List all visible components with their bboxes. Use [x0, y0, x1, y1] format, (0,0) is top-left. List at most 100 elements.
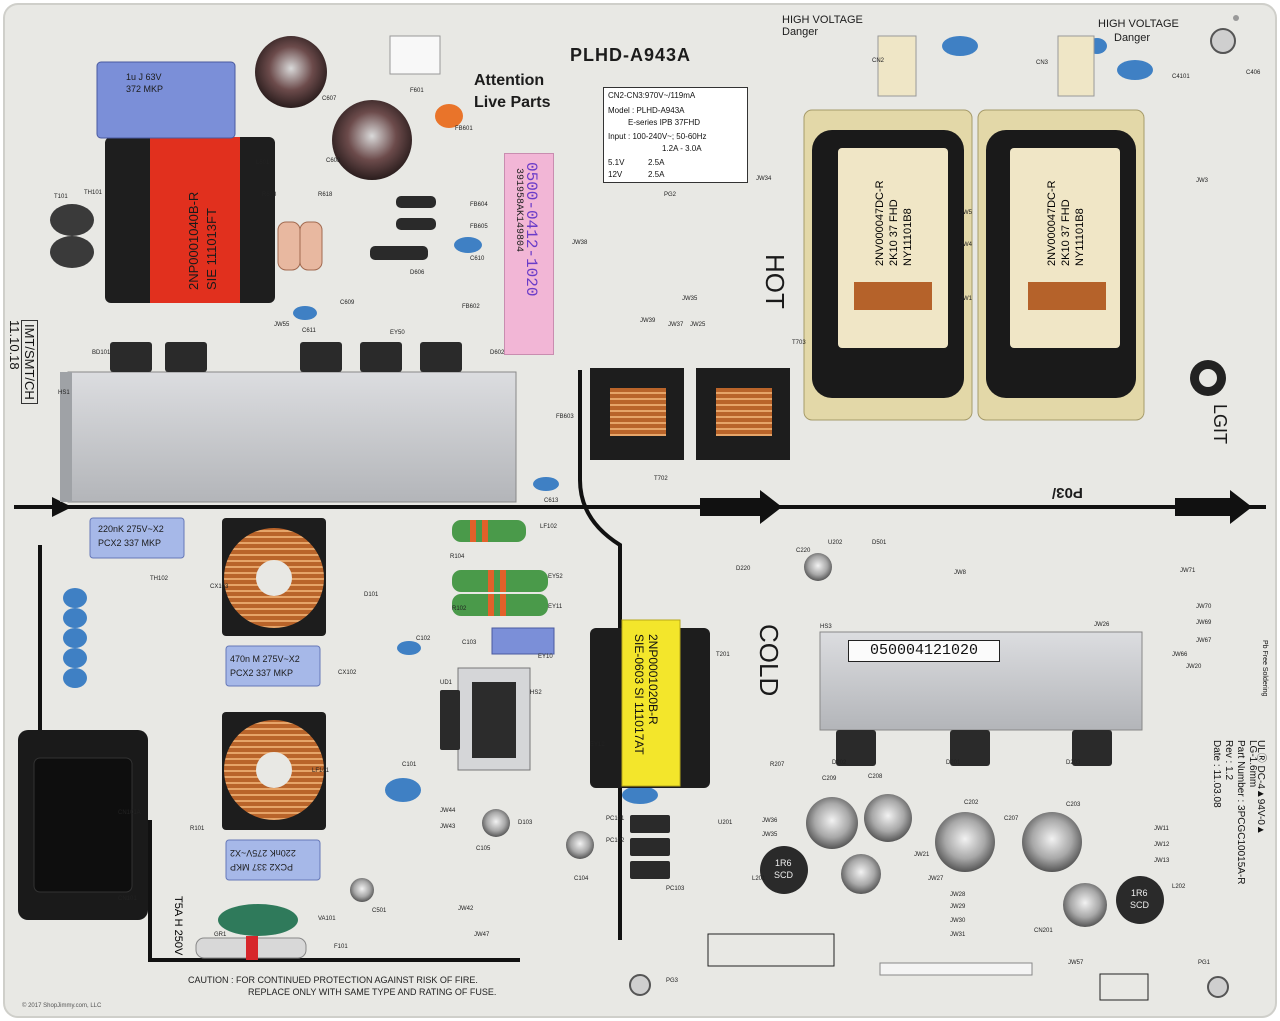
ref-d501: D501	[872, 540, 887, 546]
ref-th102: TH102	[150, 576, 169, 582]
high-voltage-label-1: HIGH VOLTAGE	[782, 14, 863, 26]
spec-line-7a: 12V	[608, 170, 623, 179]
ref-t201: T201	[716, 652, 730, 658]
spec-line-5: 1.2A - 3.0A	[662, 144, 702, 153]
attention-label-2: Live Parts	[474, 94, 551, 111]
ref-jw28: JW28	[950, 892, 966, 898]
caution-text: CAUTION : FOR CONTINUED PROTECTION AGAIN…	[188, 974, 496, 998]
ref-jw57: JW57	[1068, 960, 1084, 966]
ref-pc102: PC102	[606, 838, 625, 844]
hot-label: HOT	[760, 254, 790, 309]
ref-d606: D606	[410, 270, 425, 276]
ref-cn3: CN3	[1036, 60, 1049, 66]
ref-f101: F101	[334, 944, 348, 950]
ref-jw55: JW55	[274, 322, 290, 328]
transformer-yellow-text-2: SIE-0603 SI 111017AT	[632, 634, 646, 755]
transformer-right-text-3: NY11101B8	[1074, 208, 1086, 266]
ref-jw25: JW25	[690, 322, 706, 328]
transformer-left-text-1: 2NV000047DC-R	[874, 180, 886, 266]
capacitor-x2-1	[89, 517, 185, 559]
ref-u201: U201	[718, 820, 733, 826]
spec-line-6a: 5.1V	[608, 158, 625, 167]
x2-cap-3-text-1: 220nK 275V~X2	[230, 848, 296, 858]
direction-arrows	[52, 490, 1252, 524]
ref-jw36: JW36	[762, 818, 778, 824]
high-voltage-label-2: HIGH VOLTAGE	[1098, 18, 1179, 30]
ref-jw34: JW34	[756, 176, 772, 182]
power-transistors	[110, 342, 1112, 766]
x2-cap-2-text-2: PCX2 337 MKP	[230, 668, 294, 678]
ref-cn2: CN2	[872, 58, 885, 64]
ref-d101: D101	[364, 592, 379, 598]
ref-ey12: EY12	[590, 742, 605, 748]
ref-jw29: JW29	[950, 904, 966, 910]
capacitor-film-blue	[96, 61, 236, 139]
ref-jw39: JW39	[640, 318, 656, 324]
transformer-right-text-2: 2K10 37 FHD	[1060, 199, 1072, 266]
cold-label: COLD	[754, 624, 784, 697]
sticker-serial: 391958AK149804	[513, 168, 524, 253]
ref-c613: C613	[544, 498, 559, 504]
inductor-l202	[1116, 876, 1164, 924]
spec-line-3: E-series IPB 37FHD	[628, 118, 701, 127]
ref-jw11: JW11	[1154, 826, 1169, 832]
attention-label-1: Attention	[474, 72, 545, 89]
ref-pc103: PC103	[666, 886, 685, 892]
film-cap-text-2: 372 MKP	[126, 84, 164, 94]
board-model: PLHD-A943A	[570, 45, 692, 65]
ref-jw47: JW47	[474, 932, 490, 938]
ref-cx103: CX103	[210, 584, 229, 590]
ref-r101: R101	[190, 826, 205, 832]
ref-bd101: BD101	[92, 350, 111, 356]
ref-ey52: EY52	[548, 574, 563, 580]
ref-pc101: PC101	[606, 816, 625, 822]
inductor-l201	[760, 846, 808, 894]
ref-cn101a: CN101A	[118, 810, 141, 816]
ref-jw5: JW5	[960, 210, 972, 216]
ref-c610: C610	[470, 256, 485, 262]
ref-d202: D202	[832, 760, 847, 766]
ref-r207: R207	[770, 762, 785, 768]
ref-c207: C207	[1004, 816, 1019, 822]
ref-va101: VA101	[318, 916, 336, 922]
ref-c102: C102	[416, 636, 431, 642]
ref-jw37: JW37	[668, 322, 684, 328]
ref-fb604: FB604	[470, 202, 488, 208]
ref-jw13: JW13	[1154, 858, 1170, 864]
date-code: Date : 11.03.08	[1211, 740, 1222, 808]
ref-jw3: JW3	[1196, 178, 1208, 184]
copyright: © 2017 ShopJimmy.com, LLC	[22, 1003, 102, 1009]
inductor-l201-text-1: 1R6	[775, 858, 792, 868]
p03-label: P03/	[1052, 484, 1083, 501]
spec-line-4: Input : 100-240V~; 50-60Hz	[608, 132, 707, 141]
spec-line-2: Model : PLHD-A943A	[608, 106, 685, 115]
danger-label-1: Danger	[782, 26, 819, 38]
date-stamp-1: IMT/SMT/CH	[21, 320, 38, 404]
ref-fb602: FB602	[462, 304, 480, 310]
transformer-red-text-2: SIE 111013FT	[204, 208, 219, 290]
ref-ey11: EY11	[548, 604, 563, 610]
date-stamp-2: 11.10.18	[7, 320, 22, 370]
ref-d201: D201	[946, 760, 961, 766]
transformer-left-text-3: NY11101B8	[902, 208, 914, 266]
spec-line-1: CN2-CN3:970V~/119mA	[608, 91, 696, 100]
revision: Rev : 1.2	[1223, 740, 1234, 781]
heatsink-hs1	[67, 371, 517, 503]
transformer-yellow-text-1: 2NP0001020B-R	[646, 634, 660, 725]
caution-line-2: REPLACE ONLY WITH SAME TYPE AND RATING O…	[248, 987, 497, 997]
ref-jw31: JW31	[950, 932, 966, 938]
ref-d203: D203	[1066, 760, 1081, 766]
ref-l601: L601	[256, 160, 270, 166]
ref-c202: C202	[964, 800, 979, 806]
ref-c611: C611	[302, 328, 316, 334]
ref-d602: D602	[490, 350, 505, 356]
ref-hs3: HS3	[820, 624, 832, 630]
resistors-green	[452, 520, 548, 616]
transformer-red	[150, 137, 240, 303]
hs3-barcode: 050004121020	[848, 640, 1000, 662]
ref-fb603: FB603	[556, 414, 574, 420]
ref-jw21: JW21	[914, 852, 930, 858]
capacitor-y-column	[63, 588, 87, 688]
ref-u202: U202	[828, 540, 843, 546]
